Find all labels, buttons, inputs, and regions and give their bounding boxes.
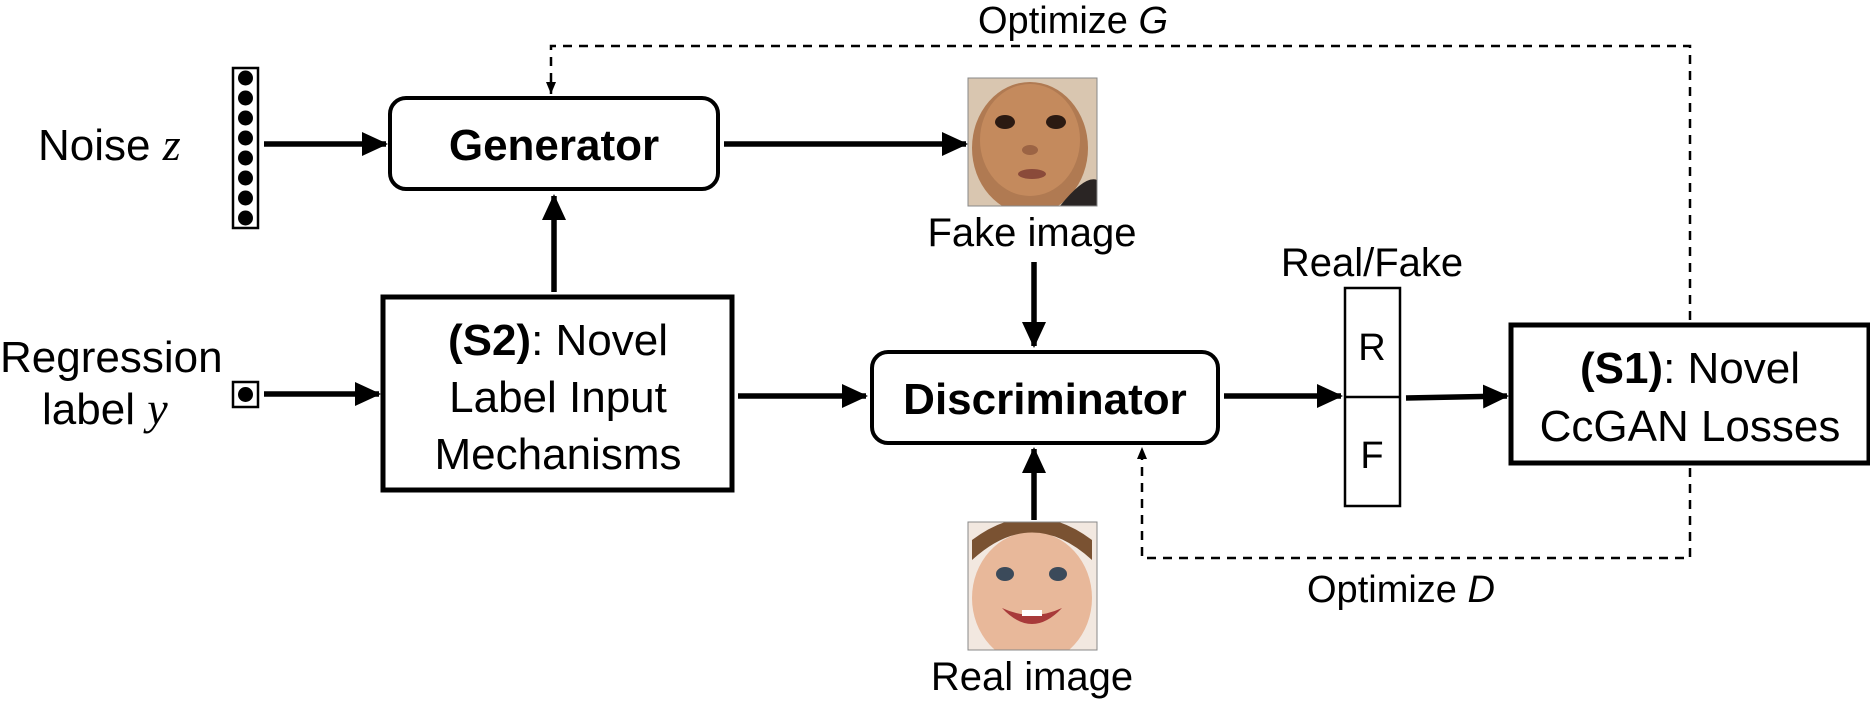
realfake-title: Real/Fake	[1281, 241, 1463, 285]
s1-line2: CcGAN Losses	[1540, 402, 1841, 451]
regression-label-line1: Regression	[0, 333, 223, 382]
fake-cell-label: F	[1360, 435, 1383, 477]
s2-box: (S2): Novel Label Input Mechanisms	[380, 294, 735, 493]
noise-dot	[238, 150, 253, 166]
discriminator-box: Discriminator	[870, 350, 1220, 445]
noise-dot	[238, 210, 253, 226]
fake-image-frame	[967, 77, 1098, 207]
generator-label: Generator	[449, 121, 659, 170]
real-image-caption: Real image	[931, 655, 1133, 699]
regression-vector	[231, 380, 260, 409]
s2-line1: (S2): Novel	[448, 316, 668, 365]
noise-dot	[238, 110, 253, 126]
s1-line1: (S1): Novel	[1580, 344, 1800, 393]
discriminator-label: Discriminator	[903, 375, 1187, 424]
optimize-g-path	[546, 44, 1692, 320]
noise-dot	[238, 130, 253, 146]
optimize-d-path	[1137, 447, 1692, 560]
realfake-output: R F	[1343, 286, 1402, 508]
optimize-g-label: Optimize G	[978, 0, 1168, 42]
noise-dot	[238, 90, 253, 106]
real-image	[968, 522, 1097, 650]
noise-dot	[238, 70, 253, 86]
s2-line3: Mechanisms	[435, 430, 682, 479]
s1-box: (S1): Novel CcGAN Losses	[1508, 322, 1870, 466]
arrow-realfake-to-s1	[1405, 384, 1509, 409]
noise-dot	[238, 170, 253, 186]
generator-box: Generator	[388, 96, 720, 191]
real-image-frame	[967, 521, 1098, 651]
optimize-d-label: Optimize D	[1307, 569, 1495, 611]
noise-dot	[238, 190, 253, 206]
regression-label-line2: label y	[42, 383, 168, 434]
noise-label: Noise z	[38, 119, 181, 170]
s2-line2: Label Input	[449, 373, 667, 422]
real-cell-label: R	[1358, 327, 1385, 369]
fake-image	[968, 78, 1097, 206]
fake-image-caption: Fake image	[928, 211, 1137, 255]
noise-vector	[231, 66, 260, 230]
